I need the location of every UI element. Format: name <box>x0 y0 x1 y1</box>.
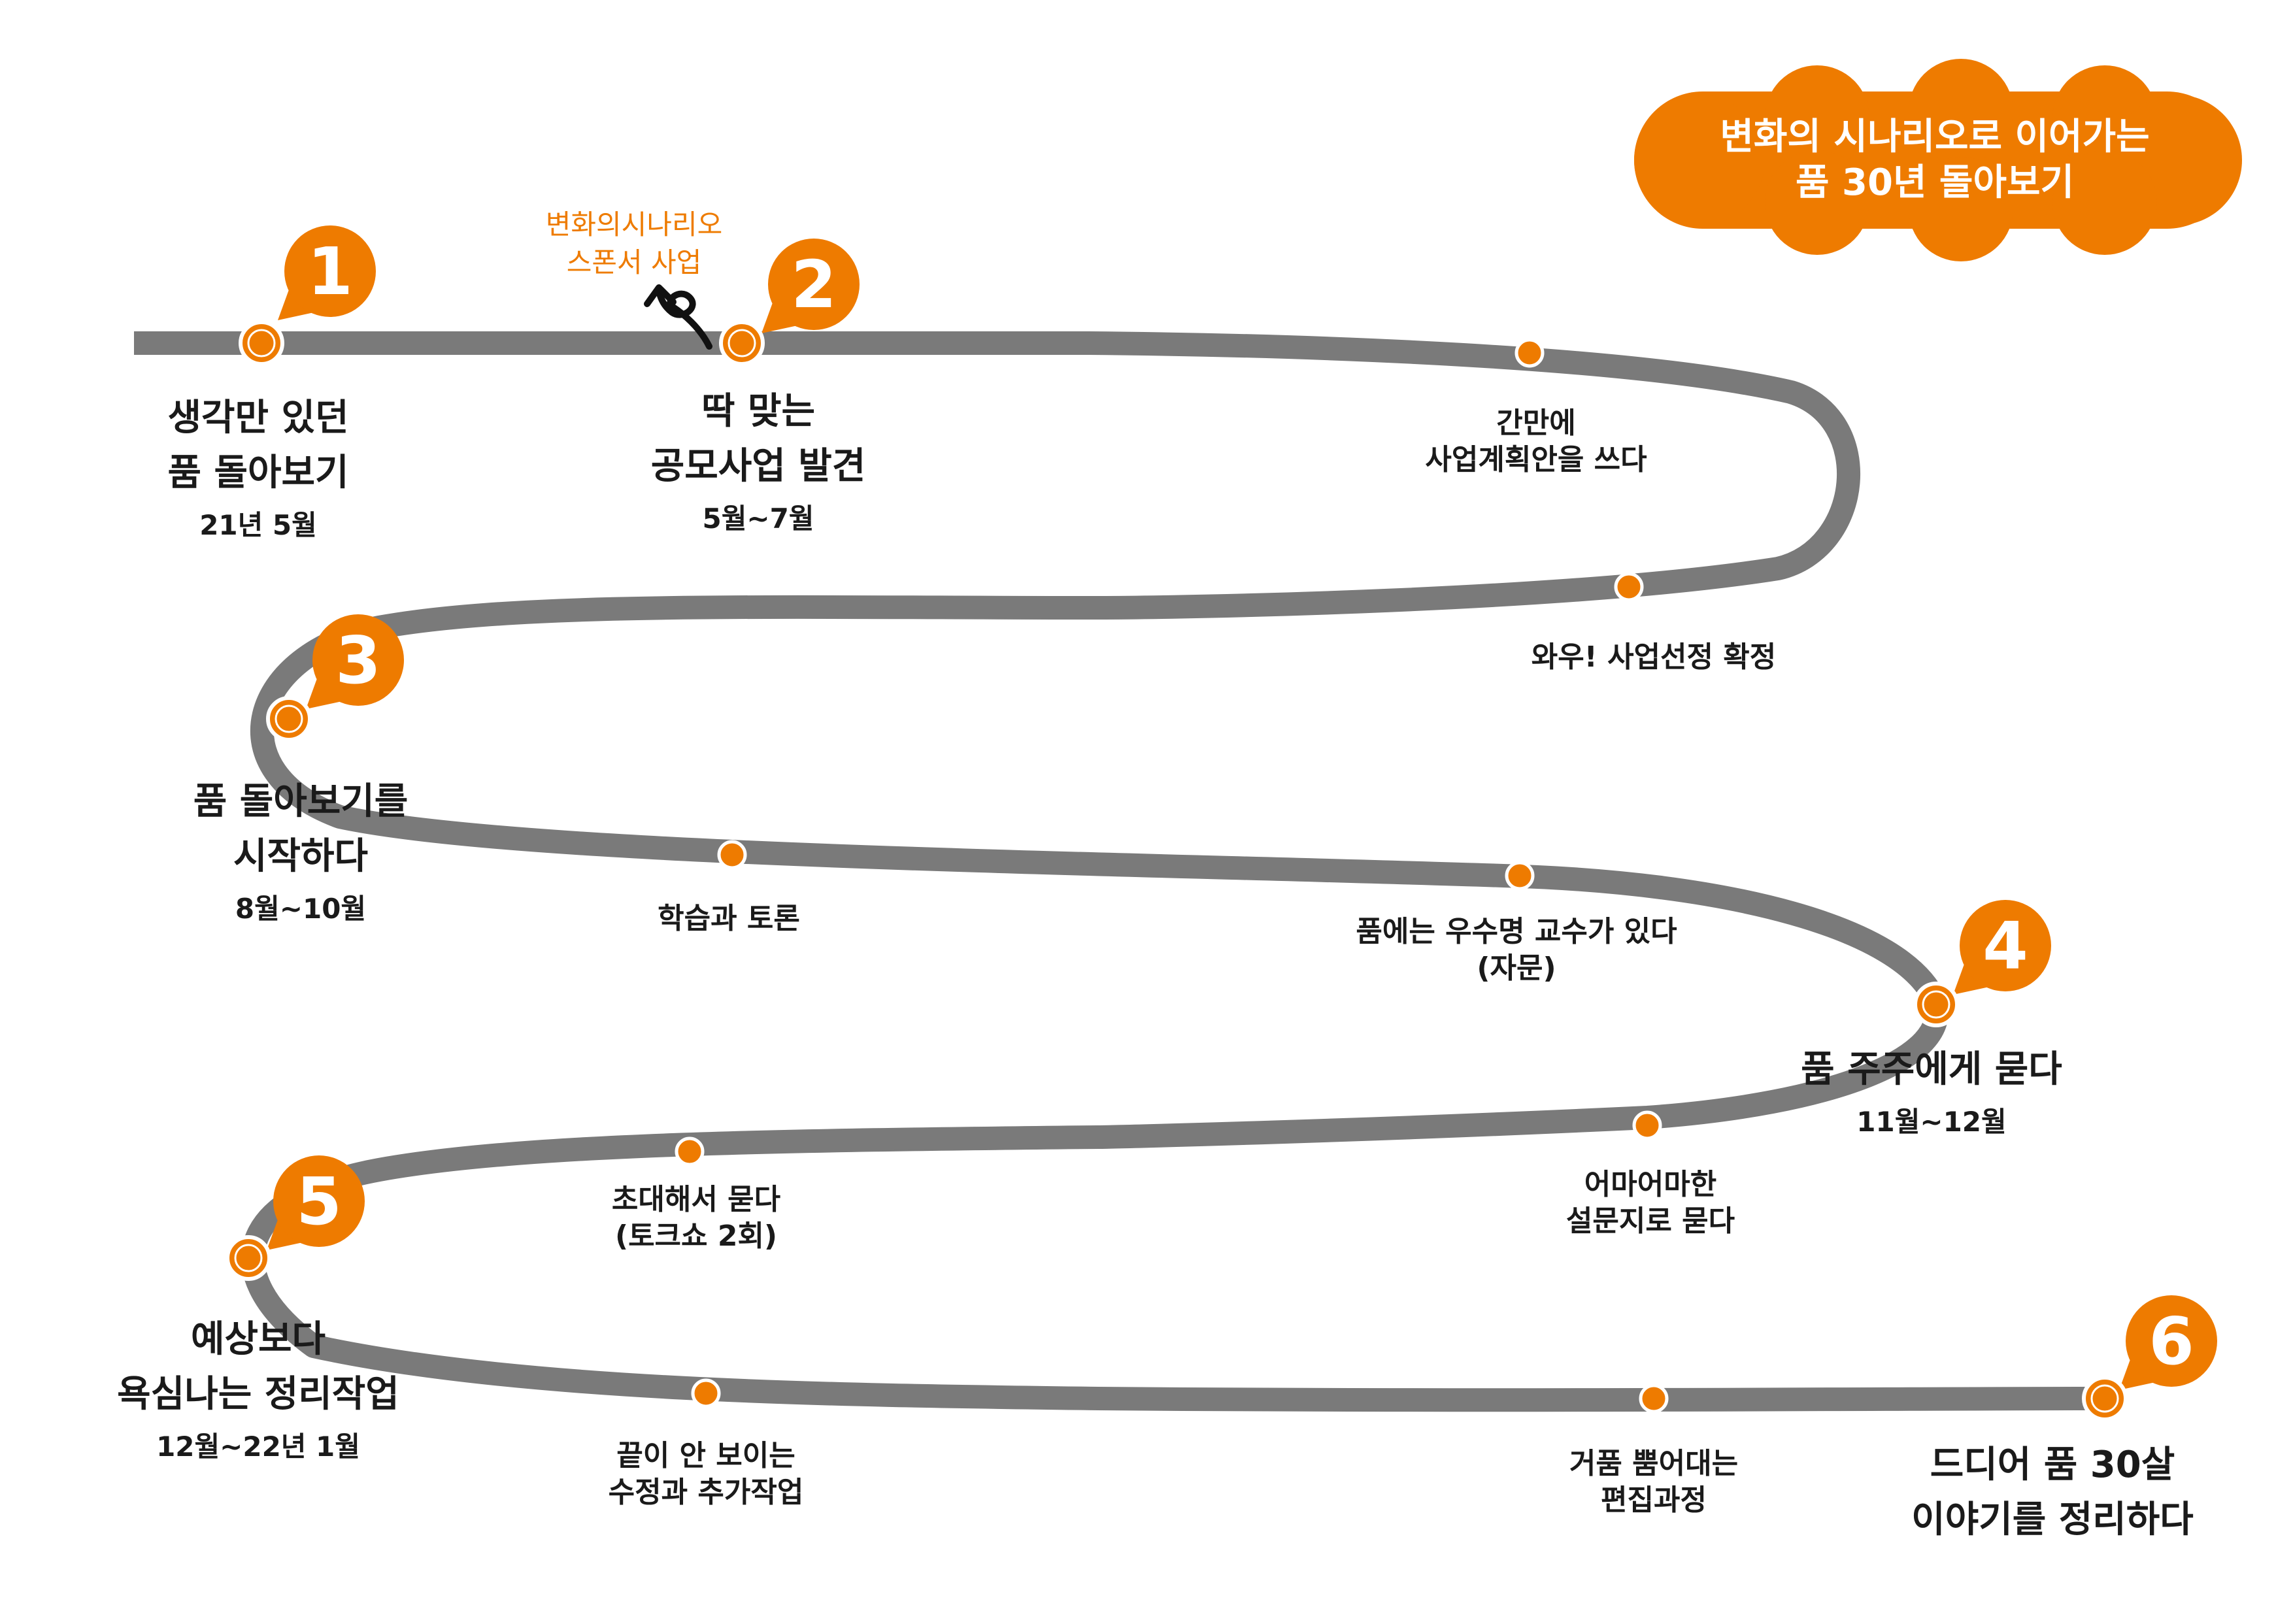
milestone-4-label: 품 주주에게 묻다 11월~12월 <box>1801 1042 2062 1140</box>
annotation-line2: 스폰서 사업 <box>566 246 702 278</box>
milestone-5-line1: 예상보다 <box>190 1318 326 1361</box>
milestone-3-date: 8월~10월 <box>235 893 367 925</box>
step-6-line2: (토크쇼 2회) <box>614 1219 778 1253</box>
milestone-6-ring-core <box>2090 1384 2119 1413</box>
milestone-6-line1: 드디어 품 30살 <box>1930 1444 2175 1486</box>
step-7-line2: 수정과 추가작업 <box>608 1476 804 1509</box>
step-dot-4 <box>1505 861 1535 891</box>
title-cloud-puff <box>1909 157 2013 261</box>
annotation-sponsor: 변화의시나리오 스폰서 사업 <box>546 206 722 282</box>
page-title: 변화의 시나리오로 이어가는 품 30년 돌아보기 <box>1634 91 2235 229</box>
page-title-line1: 변화의 시나리오로 이어가는 <box>1720 116 2150 158</box>
milestone-3-bubble <box>312 614 404 706</box>
step-dot-1 <box>1515 338 1545 368</box>
step-4-line1: 품에는 우수명 교수가 있다 <box>1356 915 1677 948</box>
step-5-line2: 설문지로 묻다 <box>1565 1204 1735 1238</box>
step-4-line2: (자문) <box>1477 952 1556 985</box>
title-cloud-puff <box>1909 59 2013 163</box>
step-dot-6 <box>675 1136 705 1167</box>
step-5-line1: 어마어마한 <box>1584 1168 1717 1201</box>
milestone-6-label: 드디어 품 30살 이야기를 정리하다 <box>1911 1438 2194 1548</box>
milestone-5-ring-core <box>234 1244 263 1272</box>
milestone-3-line2: 시작하다 <box>233 835 369 878</box>
step-dot-3 <box>717 840 747 870</box>
step-3-line1: 학습과 토론 <box>658 902 800 935</box>
milestone-3-number: 3 <box>335 622 381 699</box>
timeline-track <box>134 331 2105 1412</box>
step-dot-5 <box>1632 1110 1662 1140</box>
step-7-label: 끝이 안 보이는 수정과 추가작업 <box>609 1438 804 1511</box>
milestone-4-date: 11월~12월 <box>1856 1106 2007 1138</box>
milestone-3-marker: 3 <box>266 614 404 742</box>
page-title-line2: 품 30년 돌아보기 <box>1795 161 2075 204</box>
milestone-5-number: 5 <box>296 1163 342 1240</box>
title-cloud-puff <box>1765 150 1869 255</box>
milestone-1-ring-core <box>247 329 276 357</box>
milestone-markers: 1 2 3 4 5 6 <box>226 225 2217 1421</box>
milestone-5-label: 예상보다 욕심나는 정리작업 12월~22년 1월 <box>117 1312 399 1465</box>
title-cloud-puff <box>2052 150 2157 255</box>
step-2-label: 와우! 사업선정 확정 <box>1531 639 1777 676</box>
milestone-4-bubble <box>1960 900 2051 991</box>
step-8-line2: 편집과정 <box>1601 1483 1707 1517</box>
step-1-label: 간만에 사업계획안을 쓰다 <box>1425 405 1647 478</box>
step-1-line2: 사업계획안을 쓰다 <box>1425 443 1647 476</box>
milestone-6-bubble <box>2126 1295 2217 1387</box>
milestone-1-marker: 1 <box>239 225 376 366</box>
milestone-6-marker: 6 <box>2082 1295 2217 1421</box>
milestone-4-number: 4 <box>1983 908 2028 984</box>
step-6-line1: 초대해서 묻다 <box>611 1183 781 1216</box>
step-8-label: 거품 뿜어대는 편집과정 <box>1569 1446 1738 1519</box>
milestone-1-label: 생각만 있던 품 돌아보기 21년 5월 <box>167 391 348 544</box>
step-dot-8 <box>1639 1384 1669 1414</box>
step-7-line1: 끝이 안 보이는 <box>616 1439 795 1472</box>
step-dot-2 <box>1614 572 1644 602</box>
milestone-2-number: 2 <box>791 246 837 323</box>
milestone-5-marker: 5 <box>226 1155 365 1281</box>
milestone-5-date: 12월~22년 1월 <box>156 1431 360 1463</box>
step-4-label: 품에는 우수명 교수가 있다 (자문) <box>1356 914 1677 987</box>
annotation-line1: 변화의시나리오 <box>545 208 723 240</box>
step-3-label: 학습과 토론 <box>658 901 800 937</box>
title-cloud <box>1634 59 2242 261</box>
milestone-2-line1: 딱 맞는 <box>701 390 816 433</box>
title-cloud-puff <box>1634 95 1765 225</box>
step-1-line1: 간만에 <box>1496 406 1576 440</box>
milestone-5-bubble <box>273 1155 365 1247</box>
milestone-2-line2: 공모사업 발견 <box>650 445 866 488</box>
milestone-1-bubble <box>284 225 376 317</box>
milestone-1-number: 1 <box>307 233 353 310</box>
milestone-2-bubble <box>768 239 860 330</box>
milestone-2-label: 딱 맞는 공모사업 발견 5월~7월 <box>651 384 866 537</box>
milestone-1-line2: 품 돌아보기 <box>167 452 349 494</box>
milestone-3-ring-core <box>275 704 303 733</box>
step-dots <box>675 338 1669 1414</box>
milestone-4-marker: 4 <box>1913 900 2051 1027</box>
milestone-3-label: 품 돌아보기를 시작하다 8월~10월 <box>193 774 409 927</box>
milestone-2-ring-core <box>728 329 756 357</box>
milestone-3-line1: 품 돌아보기를 <box>193 780 409 823</box>
annotation-arrow <box>644 284 712 350</box>
milestone-2-marker: 2 <box>719 239 860 366</box>
step-8-line1: 거품 뿜어대는 <box>1569 1447 1739 1480</box>
step-dot-7 <box>691 1378 721 1408</box>
milestone-5-line2: 욕심나는 정리작업 <box>117 1373 399 1416</box>
title-cloud-puff <box>1765 65 1869 170</box>
milestone-6-line2: 이야기를 정리하다 <box>1911 1499 2194 1541</box>
milestone-6-number: 6 <box>2149 1303 2194 1380</box>
milestone-4-line1: 품 주주에게 묻다 <box>1801 1048 2062 1091</box>
milestone-1-line1: 생각만 있던 <box>167 397 349 439</box>
step-6-label: 초대해서 묻다 (토크쇼 2회) <box>612 1182 780 1255</box>
step-2-line1: 와우! 사업선정 확정 <box>1531 640 1777 674</box>
milestone-4-ring-core <box>1922 990 1950 1019</box>
milestone-1-date: 21년 5월 <box>199 509 317 541</box>
milestone-2-date: 5월~7월 <box>702 503 814 535</box>
step-5-label: 어마어마한 설문지로 묻다 <box>1566 1167 1735 1240</box>
